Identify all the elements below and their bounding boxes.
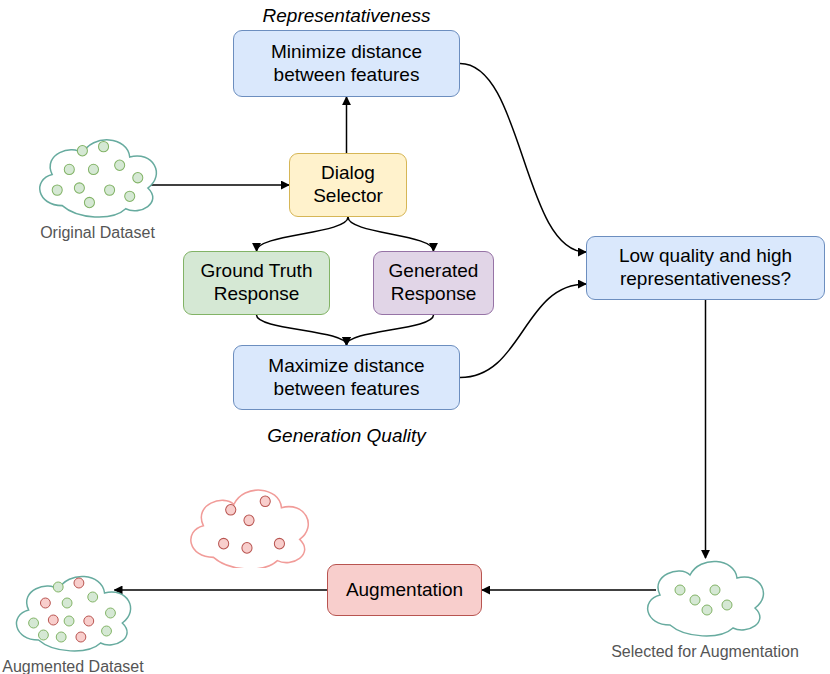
connector-arrow	[148, 184, 289, 186]
sample-dot	[62, 598, 72, 608]
cloud-shape	[635, 550, 775, 635]
sample-dot	[40, 598, 50, 608]
sample-dot	[115, 160, 125, 170]
sample-dot	[56, 632, 66, 642]
objective-heading: Representativeness	[263, 5, 431, 27]
dataset-cloud: Selected for Augmentation	[635, 550, 775, 635]
sample-dot	[242, 543, 252, 554]
sample-dot	[722, 600, 732, 610]
sample-dot	[675, 585, 685, 595]
dataset-cloud: Augmented Dataset	[4, 565, 142, 650]
sample-dot	[244, 515, 254, 526]
objective-box: Minimize distance between featuresRepres…	[233, 30, 460, 97]
sample-dot	[274, 538, 284, 549]
sample-dot	[39, 630, 49, 640]
connector-arrow	[346, 97, 348, 153]
text-holder: Minimize distance between features	[242, 41, 451, 87]
connector-arrow	[347, 315, 434, 345]
augmented-samples-cloud	[178, 478, 320, 568]
sample-dot	[88, 592, 98, 602]
text-holder: Generated Response	[382, 260, 485, 306]
sample-dot	[133, 173, 143, 183]
sample-dot	[64, 616, 74, 626]
sample-dot	[702, 605, 712, 615]
sample-dot	[74, 578, 84, 588]
box-label: Maximize distance between features	[242, 355, 451, 401]
sample-dot	[125, 191, 135, 201]
cloud-shape	[27, 128, 168, 216]
sample-dot	[84, 616, 94, 626]
cloud-outline	[648, 561, 764, 636]
dataset-label: Augmented Dataset	[2, 658, 143, 674]
connector-arrow	[705, 300, 707, 558]
box-label: Ground Truth Response	[192, 260, 321, 306]
objective-heading: Generation Quality	[267, 425, 425, 447]
connector-arrow	[257, 217, 349, 251]
sample-dot	[226, 504, 236, 515]
cloud-outline	[191, 490, 308, 568]
sample-dot	[106, 608, 116, 618]
dataset-cloud: Original Dataset	[27, 128, 168, 216]
connector-arrow	[348, 217, 434, 251]
dataset-label: Original Dataset	[40, 224, 155, 242]
sample-dot	[88, 164, 98, 174]
sample-dot	[29, 618, 39, 628]
connector-arrow	[460, 64, 586, 253]
sample-dot	[53, 582, 63, 592]
sample-dot	[105, 185, 115, 195]
connector-arrow	[482, 589, 656, 591]
text-holder: Dialog Selector	[298, 162, 398, 208]
cloud-outline	[16, 576, 130, 651]
cloud-shape	[4, 565, 142, 650]
text-holder: Ground Truth Response	[192, 260, 321, 306]
decision-box: Low quality and high representativeness?	[586, 236, 825, 300]
sample-dot	[52, 185, 62, 195]
connector-arrow	[114, 589, 327, 591]
sample-dot	[76, 632, 86, 642]
sample-dot	[77, 146, 87, 156]
process-box: Augmentation	[327, 564, 482, 616]
text-holder: Maximize distance between features	[242, 355, 451, 401]
dataset-label: Selected for Augmentation	[611, 643, 799, 661]
box-label: Dialog Selector	[298, 162, 398, 208]
response-box: Ground Truth Response	[183, 251, 330, 315]
text-holder: Augmentation	[346, 579, 463, 602]
sample-dot	[710, 585, 720, 595]
selector-box: Dialog Selector	[289, 153, 407, 217]
sample-dot	[260, 496, 270, 507]
connector-arrow	[257, 315, 347, 345]
sample-dot	[48, 615, 58, 625]
sample-dot	[219, 538, 229, 549]
box-label: Augmentation	[346, 579, 463, 602]
response-box: Generated Response	[373, 251, 494, 315]
sample-dot	[84, 197, 94, 207]
cloud-outline	[40, 140, 157, 217]
box-label: Generated Response	[382, 260, 485, 306]
box-label: Minimize distance between features	[242, 41, 451, 87]
box-label: Low quality and high representativeness?	[595, 245, 816, 291]
sample-dot	[64, 164, 74, 174]
sample-dot	[102, 626, 112, 636]
sample-dot	[99, 141, 109, 151]
sample-dot	[74, 183, 84, 193]
sample-dot	[690, 595, 700, 605]
text-holder: Low quality and high representativeness?	[595, 245, 816, 291]
objective-box: Maximize distance between featuresGenera…	[233, 345, 460, 410]
